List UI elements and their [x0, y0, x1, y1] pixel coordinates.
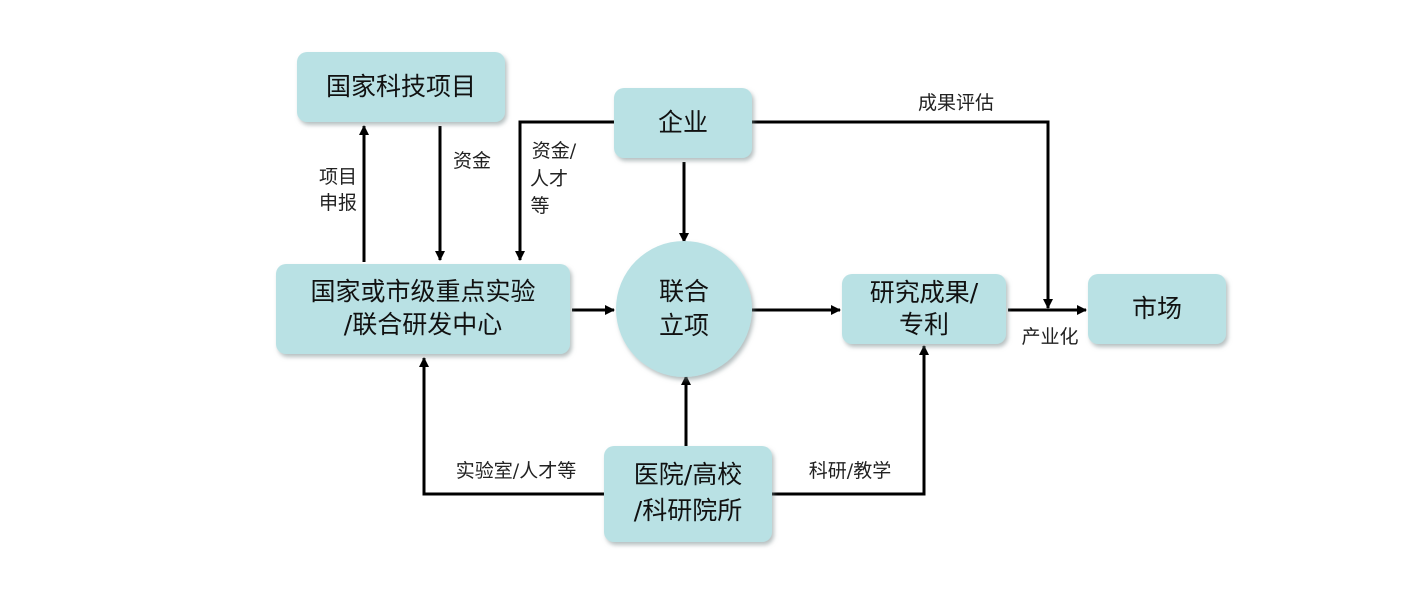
edge-label-lab-talent: 实验室/人才等 — [456, 460, 576, 482]
edge-label-funding-talent-1: 资金/ — [532, 140, 577, 162]
node-institutions: 医院/高校 /科研院所 — [604, 446, 772, 542]
node-joint-project-label-1: 联合 — [659, 277, 709, 306]
arrow-results-evaluation — [752, 120, 1053, 309]
node-results-patent-label-2: 专利 — [899, 310, 949, 339]
node-institutions-label-1: 医院/高校 — [634, 460, 742, 489]
node-national-project: 国家科技项目 — [297, 52, 505, 122]
arrow-research-teaching — [772, 345, 929, 496]
arrow-funding-talent — [515, 120, 614, 261]
edge-label-funding-talent-3: 等 — [530, 195, 549, 217]
node-enterprise: 企业 — [614, 88, 752, 158]
edge-label-project-application-2: 申报 — [319, 192, 357, 214]
node-lab-center-label-1: 国家或市级重点实验 — [310, 277, 535, 306]
edge-label-funding: 资金 — [453, 150, 491, 172]
node-enterprise-label: 企业 — [658, 108, 708, 137]
edge-label-project-application-1: 项目 — [319, 166, 357, 188]
edge-label-results-evaluation: 成果评估 — [918, 92, 994, 114]
node-market: 市场 — [1088, 274, 1226, 344]
node-joint-project-label-2: 立项 — [659, 311, 709, 340]
node-joint-project: 联合 立项 — [616, 241, 752, 377]
node-results-patent: 研究成果/ 专利 — [842, 274, 1006, 344]
edge-label-industrialization: 产业化 — [1021, 326, 1078, 348]
node-lab-center-label-2: /联合研发中心 — [344, 310, 502, 339]
node-institutions-label-2: /科研院所 — [634, 496, 742, 525]
node-national-project-label: 国家科技项目 — [326, 72, 476, 101]
node-results-patent-label-1: 研究成果/ — [870, 278, 979, 307]
node-market-label: 市场 — [1132, 294, 1182, 323]
edge-label-funding-talent-2: 人才 — [530, 168, 568, 190]
node-lab-center: 国家或市级重点实验 /联合研发中心 — [276, 264, 570, 354]
edge-label-research-teaching: 科研/教学 — [809, 460, 891, 482]
arrow-lab-talent — [419, 357, 604, 496]
